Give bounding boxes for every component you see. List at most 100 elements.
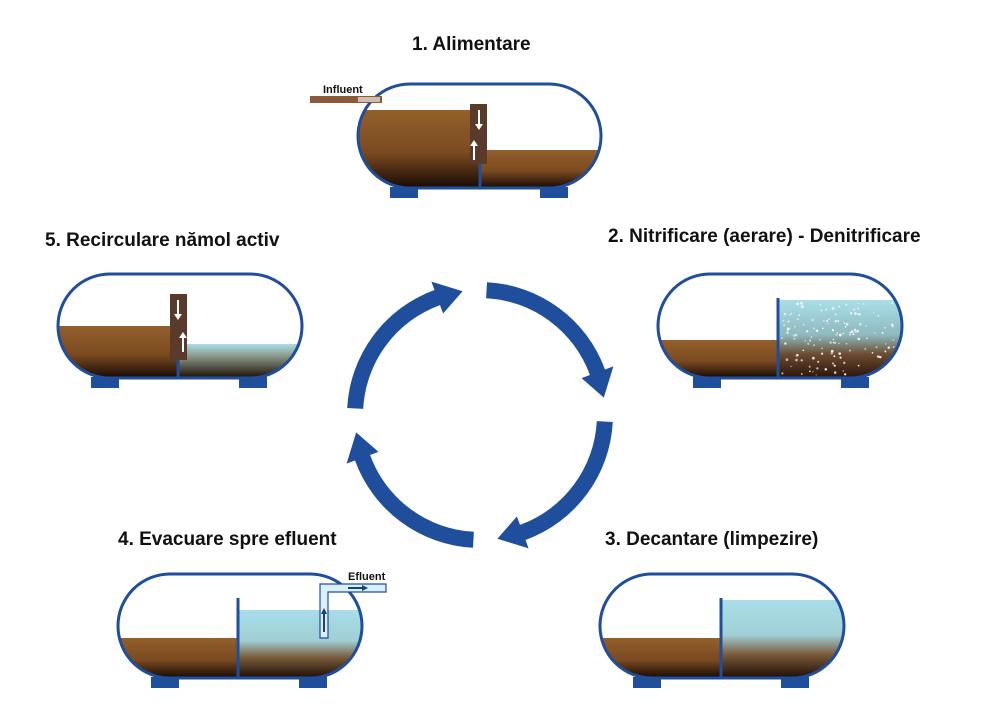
tank-shell	[356, 82, 603, 190]
tank-support-right	[299, 677, 327, 688]
air-bubble	[844, 325, 847, 328]
air-bubble	[796, 353, 799, 357]
air-bubble	[849, 334, 851, 336]
tank-shell	[656, 272, 904, 380]
tank-stage-5	[56, 272, 304, 388]
air-bubble	[893, 366, 896, 369]
air-bubble	[849, 312, 853, 315]
sludge-fill-left	[600, 638, 721, 678]
air-bubble	[876, 372, 880, 376]
air-bubble	[832, 341, 835, 344]
influent-pipe-end	[358, 97, 380, 102]
air-bubble	[881, 331, 884, 334]
air-bubble	[819, 304, 822, 306]
air-bubble	[842, 370, 845, 372]
air-bubble	[833, 364, 836, 367]
air-bubble	[833, 341, 837, 345]
air-bubble	[802, 324, 805, 326]
air-bubble	[834, 319, 838, 323]
air-bubble	[874, 331, 876, 334]
air-bubble	[796, 318, 799, 321]
air-bubble	[800, 301, 803, 305]
air-bubble	[854, 330, 857, 333]
effluent-label: Efluent	[348, 571, 386, 583]
tank-stage-3	[598, 572, 846, 688]
air-bubble	[836, 332, 839, 334]
air-bubble	[812, 371, 814, 373]
air-bubble	[835, 333, 838, 336]
air-bubble	[780, 337, 784, 340]
air-bubble	[787, 320, 790, 323]
down-arrow-icon	[174, 300, 182, 320]
air-bubble	[865, 325, 867, 327]
sludge-fill-right	[480, 150, 601, 188]
air-bubble	[838, 352, 841, 355]
air-bubble	[844, 373, 847, 376]
air-bubble	[794, 325, 796, 328]
air-bubble	[792, 334, 796, 337]
tank-support-left	[91, 377, 119, 388]
air-bubble	[804, 340, 807, 342]
influent-label: Influent	[323, 84, 363, 96]
air-bubble	[838, 342, 840, 345]
cycle-arrow-4	[347, 281, 463, 409]
tank-stage-1: Influent	[310, 82, 603, 198]
air-bubble	[813, 344, 815, 346]
tank-support-right	[841, 377, 869, 388]
effluent-pipe	[319, 583, 387, 639]
air-bubble	[822, 320, 825, 322]
air-bubble	[852, 333, 855, 336]
air-bubble	[817, 360, 820, 363]
air-bubble	[800, 304, 803, 307]
air-bubble	[866, 337, 868, 340]
tank-support-left	[390, 187, 418, 198]
tank-support-right	[540, 187, 568, 198]
air-bubble	[785, 358, 789, 362]
air-bubble	[815, 329, 819, 333]
air-bubble	[831, 307, 835, 310]
air-bubble	[875, 346, 878, 349]
stage-1-title: 1. Alimentare	[412, 34, 531, 55]
air-bubble	[786, 331, 789, 334]
air-bubble	[884, 343, 887, 345]
air-bubble	[831, 362, 834, 365]
tank-shell	[598, 572, 846, 680]
stage-2-title: 2. Nitrificare (aerare) - Denitrificare	[608, 226, 921, 247]
air-bubble	[796, 302, 799, 306]
air-bubble	[871, 352, 874, 354]
tank-stage-2	[656, 272, 904, 388]
air-bubble	[784, 342, 787, 345]
up-arrow-icon	[470, 140, 478, 160]
air-bubble	[853, 309, 855, 311]
air-bubble	[857, 312, 860, 316]
air-bubble	[829, 341, 832, 344]
air-bubble	[857, 307, 860, 310]
air-bubble	[808, 365, 811, 368]
air-bubble	[854, 328, 857, 331]
air-bubble	[795, 358, 798, 362]
air-bubble	[812, 356, 815, 360]
tank-support-left	[633, 677, 661, 688]
air-bubble	[827, 322, 829, 325]
air-bubble	[825, 308, 828, 311]
air-bubble	[892, 359, 896, 362]
air-bubble	[809, 339, 812, 342]
tank-support-right	[239, 377, 267, 388]
air-bubble	[819, 338, 821, 341]
air-bubble	[852, 329, 854, 332]
air-bubble	[781, 372, 784, 375]
air-bubble	[838, 333, 842, 337]
air-bubble	[790, 365, 792, 368]
influent-pipe	[310, 96, 382, 103]
tank-support-left	[693, 377, 721, 388]
air-bubble	[845, 323, 849, 326]
air-bubble	[890, 323, 894, 327]
air-bubble	[794, 333, 798, 337]
air-bubble	[842, 332, 845, 335]
sludge-fill-left	[58, 326, 178, 378]
air-bubble	[858, 323, 862, 326]
air-bubble	[815, 374, 817, 376]
air-bubble	[828, 318, 830, 321]
cycle-arrow-3	[346, 432, 474, 548]
